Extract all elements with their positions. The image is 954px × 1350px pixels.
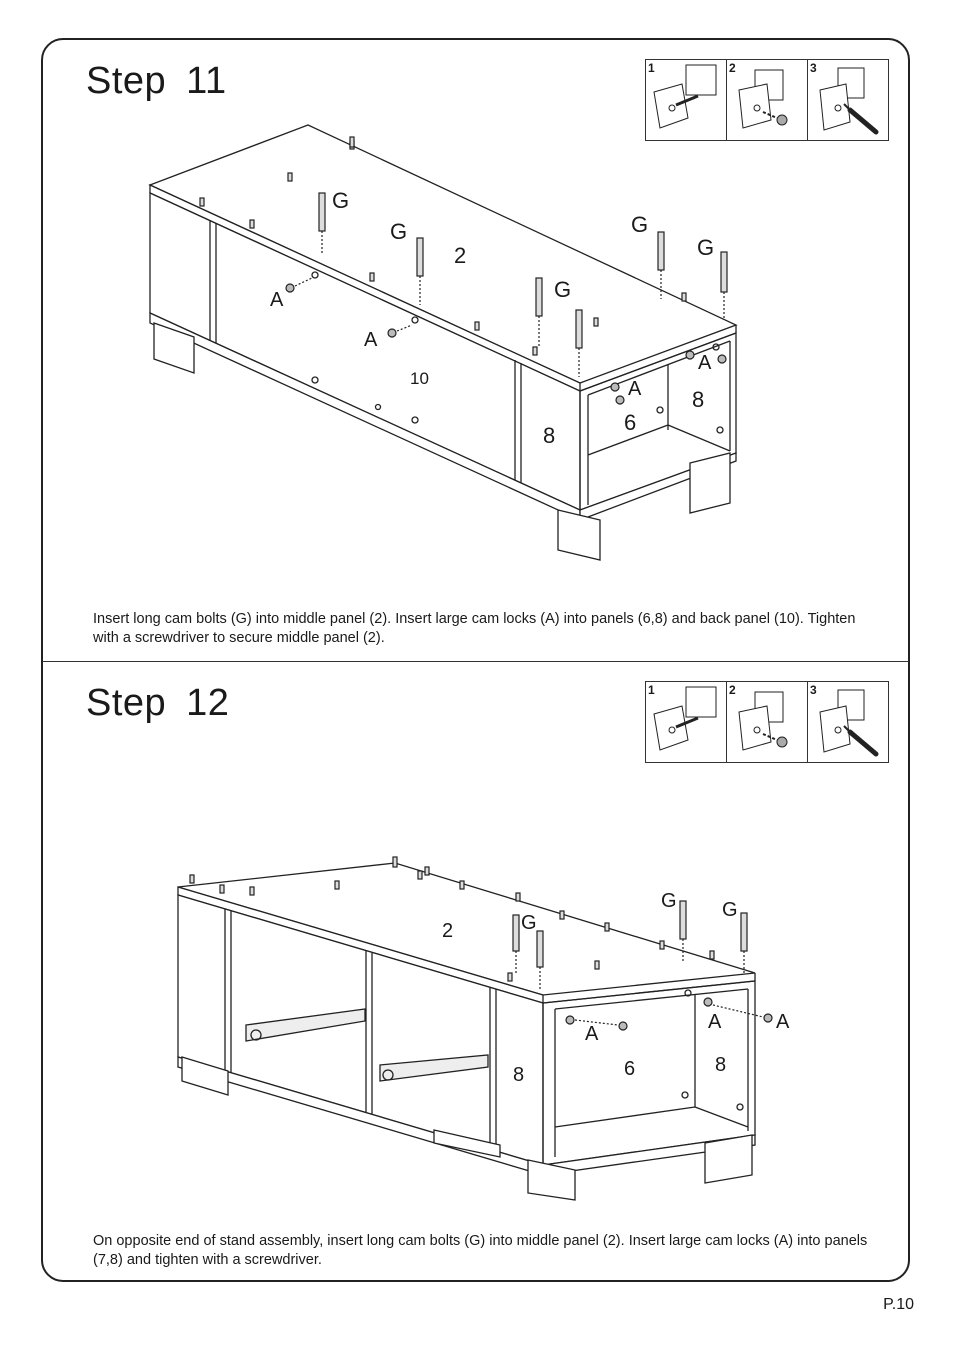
cam-lock-label: A	[585, 1023, 599, 1045]
cam-lock-label: A	[364, 329, 378, 351]
cam-bolt-label: G	[332, 188, 349, 213]
step-word: Step	[86, 60, 167, 102]
cam-lock-label: A	[270, 289, 284, 311]
cam-bolt-label: G	[390, 219, 407, 244]
panel-label: 8	[715, 1054, 726, 1076]
inset-panel-2: 2	[727, 60, 808, 140]
inset-panel-1: 1	[646, 682, 727, 762]
cam-lock-insert-icon	[738, 69, 788, 129]
panel-label: 6	[624, 410, 636, 435]
panel-label: 8	[692, 387, 704, 412]
screwdriver-icon	[819, 67, 879, 135]
cam-bolt-label: G	[521, 912, 537, 934]
cam-bolt-label: G	[631, 212, 648, 237]
panel-label: 10	[410, 369, 429, 388]
panel-label: 8	[543, 423, 555, 448]
inset-panel-3: 3	[808, 682, 888, 762]
step-11-cam-lock-inset: 1 2 3	[645, 59, 889, 141]
panel-label: 2	[454, 243, 466, 268]
inset-panel-number: 3	[810, 61, 817, 75]
cam-lock-label: A	[698, 352, 712, 374]
cam-bolt-insert-icon	[653, 686, 717, 751]
screwdriver-icon	[819, 689, 879, 757]
inset-panel-number: 1	[648, 683, 655, 697]
page-number: P.10	[883, 1296, 914, 1313]
cam-bolt-label: G	[661, 890, 677, 912]
cam-bolt-label: G	[697, 235, 714, 260]
inset-panel-number: 2	[729, 61, 736, 75]
inset-panel-1: 1	[646, 60, 727, 140]
step-11-assembly-drawing: G G G G G G A A A A 2 10 6 8 8	[148, 124, 738, 561]
step-number: 12	[186, 682, 230, 724]
cam-lock-label: A	[708, 1011, 722, 1033]
inset-panel-2: 2	[727, 682, 808, 762]
step-word: Step	[86, 682, 167, 724]
step-11-title: Step 11	[86, 60, 227, 103]
cam-lock-label: A	[628, 378, 642, 400]
step-12-title: Step 12	[86, 682, 229, 725]
cam-lock-label: A	[776, 1011, 790, 1033]
step-number: 11	[186, 60, 227, 102]
inset-panel-3: 3	[808, 60, 888, 140]
cam-lock-insert-icon	[738, 691, 788, 751]
page-border	[41, 38, 910, 1282]
cam-bolt-insert-icon	[653, 64, 717, 129]
cam-bolt-label: G	[722, 899, 738, 921]
step-12-assembly-drawing: G G G A A A 2 6 8 8	[177, 856, 790, 1201]
inset-panel-number: 3	[810, 683, 817, 697]
panel-label: 8	[513, 1064, 524, 1086]
step-12-instructions: On opposite end of stand assembly, inser…	[93, 1233, 868, 1268]
step-divider	[43, 661, 909, 662]
panel-label: 6	[624, 1058, 635, 1080]
inset-panel-number: 2	[729, 683, 736, 697]
step-12-cam-lock-inset: 1 2 3	[645, 681, 889, 763]
inset-panel-number: 1	[648, 61, 655, 75]
panel-label: 2	[442, 920, 453, 942]
step-11-instructions: Insert long cam bolts (G) into middle pa…	[93, 611, 856, 646]
cam-bolt-label: G	[554, 277, 571, 302]
